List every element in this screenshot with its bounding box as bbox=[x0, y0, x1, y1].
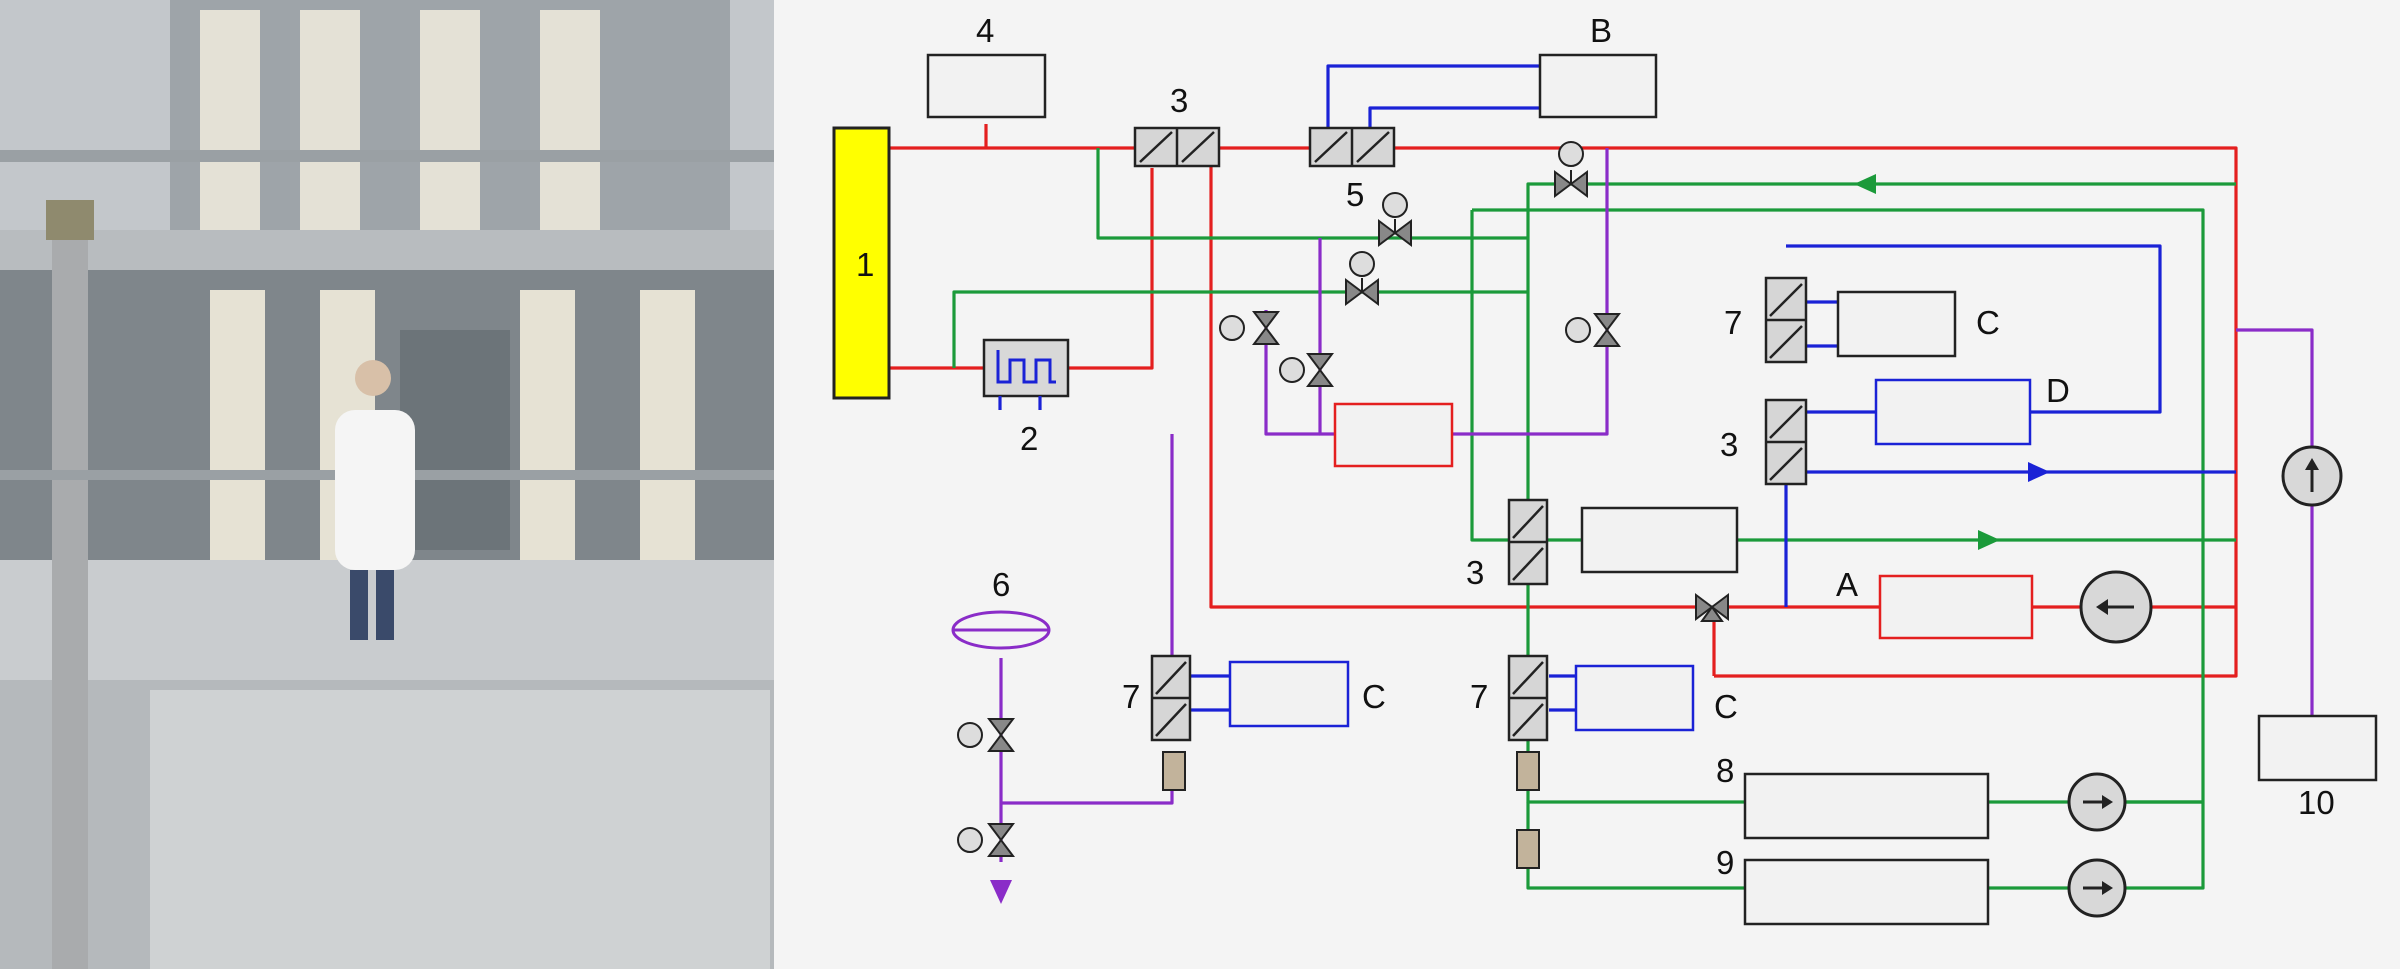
box-D: D bbox=[1874, 372, 2070, 446]
box-C-right-label: C bbox=[1976, 304, 2000, 341]
box-C-mid-label: C bbox=[1714, 688, 1738, 725]
diagram-background bbox=[774, 0, 2400, 969]
facility-photo bbox=[0, 0, 774, 969]
needle-valve-icon bbox=[1306, 353, 1334, 387]
valve-block-3-top: 3 bbox=[1133, 82, 1221, 168]
box-10: 10 bbox=[2257, 714, 2378, 821]
box-10-label: 10 bbox=[2298, 784, 2335, 821]
box-C-mid: C bbox=[1574, 664, 1738, 732]
needle-valve-icon bbox=[1554, 141, 1588, 198]
valve-block-5: 5 bbox=[1308, 126, 1396, 213]
pump-icon bbox=[2281, 445, 2343, 507]
box-4-label: 4 bbox=[976, 12, 994, 49]
needle-valve-icon bbox=[957, 827, 983, 853]
box-B: B bbox=[1538, 12, 1658, 119]
box-9-label: 9 bbox=[1716, 844, 1734, 881]
needle-valve-icon bbox=[987, 718, 1015, 752]
pump-icon bbox=[2079, 570, 2153, 644]
valve-block-7-left-label: 7 bbox=[1122, 678, 1140, 715]
valve-block-7-right: 7 bbox=[1724, 276, 1808, 364]
box-C-right: C bbox=[1836, 290, 2000, 358]
box-8-label: 8 bbox=[1716, 752, 1734, 789]
valve-block-3-top-label: 3 bbox=[1170, 82, 1188, 119]
pump-icon bbox=[2067, 772, 2127, 832]
valve-block-7-left: 7 bbox=[1122, 654, 1192, 791]
flow-arrow-icon bbox=[1978, 530, 2000, 550]
pump-icon bbox=[2067, 858, 2127, 918]
vessel-6: 6 bbox=[951, 566, 1051, 904]
valve-block-7-right-label: 7 bbox=[1724, 304, 1742, 341]
needle-valve-icon bbox=[1378, 192, 1412, 247]
heater-2: 2 bbox=[982, 338, 1070, 457]
needle-valve-icon bbox=[1252, 311, 1280, 345]
valve-block-3-right-label: 3 bbox=[1720, 426, 1738, 463]
heater-label: 2 bbox=[1020, 420, 1038, 457]
process-diagram: 1 2 4 3 5 B bbox=[774, 0, 2400, 969]
needle-valve-icon bbox=[1565, 317, 1591, 343]
vessel-label: 6 bbox=[992, 566, 1010, 603]
box-C-left: C bbox=[1228, 660, 1386, 728]
box-A-label: A bbox=[1836, 566, 1858, 603]
needle-valve-icon bbox=[1279, 357, 1305, 383]
box-4: 4 bbox=[926, 12, 1047, 119]
exhaust-arrow-icon bbox=[990, 880, 1012, 904]
flow-arrow-icon bbox=[1854, 174, 1876, 194]
needle-valve-icon bbox=[1219, 315, 1245, 341]
valve-block-5-label: 5 bbox=[1346, 176, 1364, 213]
box-8: 8 bbox=[1716, 752, 1990, 840]
flow-arrow-icon bbox=[2028, 462, 2050, 482]
needle-valve-icon bbox=[1593, 313, 1621, 347]
box-C-left-label: C bbox=[1362, 678, 1386, 715]
box-B-label: B bbox=[1590, 12, 1612, 49]
box-A: A bbox=[1836, 566, 2034, 640]
valve-block-7-mid-label: 7 bbox=[1470, 678, 1488, 715]
box-9: 9 bbox=[1716, 844, 1990, 926]
needle-valve-icon bbox=[987, 823, 1015, 857]
tank-label: 1 bbox=[856, 246, 874, 283]
purple-box bbox=[1333, 402, 1454, 468]
valve-block-3-mid-label: 3 bbox=[1466, 554, 1484, 591]
box-D-label: D bbox=[2046, 372, 2070, 409]
three-way-valve-icon bbox=[1695, 593, 1729, 622]
needle-valve-icon bbox=[1345, 251, 1379, 306]
box-mid bbox=[1580, 506, 1739, 574]
flow-arrows bbox=[1854, 174, 2050, 550]
valve-block-3-mid: 3 bbox=[1466, 498, 1549, 591]
needle-valve-icon bbox=[957, 722, 983, 748]
valve-block-3-right: 3 bbox=[1720, 398, 1808, 486]
valve-block-7-mid: 7 bbox=[1470, 654, 1549, 869]
valves bbox=[957, 141, 1729, 857]
tank-1: 1 bbox=[832, 126, 891, 400]
